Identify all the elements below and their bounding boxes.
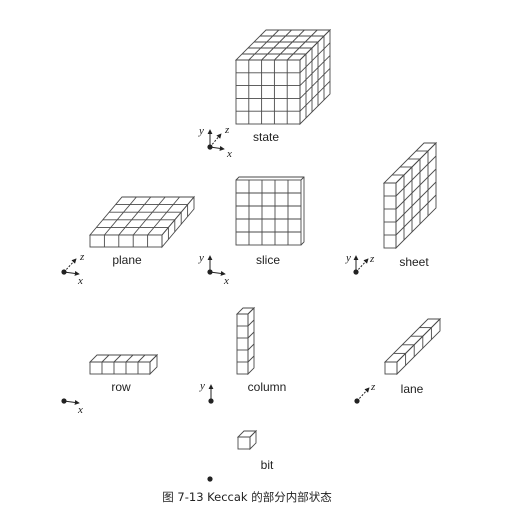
bit-cube — [236, 429, 258, 451]
state-cube — [234, 28, 332, 126]
sheet-wall — [382, 141, 438, 250]
plane-slab — [89, 195, 195, 249]
figure-caption: 图 7-13 Keccak 的部分内部状态 — [162, 490, 332, 504]
svg-text:z: z — [79, 251, 85, 263]
svg-text:y: y — [198, 252, 204, 264]
svg-text:z: z — [370, 381, 376, 393]
label-slice: slice — [256, 253, 280, 267]
slice-face — [235, 176, 305, 246]
label-plane: plane — [112, 253, 142, 267]
svg-text:y: y — [199, 380, 205, 392]
axes-plane: z x — [61, 251, 85, 287]
row-bar — [88, 353, 159, 376]
column-bar — [235, 306, 256, 376]
label-lane: lane — [401, 382, 424, 396]
svg-text:z: z — [369, 253, 375, 265]
axes-lane: z — [354, 381, 376, 404]
origin-dot-bit — [207, 476, 213, 482]
svg-text:x: x — [226, 148, 232, 160]
axes-slice: y x — [198, 252, 229, 287]
label-column: column — [248, 380, 287, 394]
svg-text:x: x — [77, 404, 83, 416]
lane-bar — [383, 317, 442, 376]
svg-text:x: x — [77, 275, 83, 287]
axes-row: x — [61, 398, 83, 416]
axes-state: y z x — [198, 124, 232, 160]
svg-text:x: x — [223, 275, 229, 287]
label-row: row — [111, 380, 131, 394]
axes-column: y — [199, 380, 214, 404]
label-sheet: sheet — [399, 255, 429, 269]
svg-text:y: y — [198, 125, 204, 137]
svg-text:y: y — [345, 252, 351, 264]
label-state: state — [253, 130, 279, 144]
label-bit: bit — [261, 458, 274, 472]
axes-sheet: y z — [345, 252, 375, 275]
svg-text:z: z — [224, 124, 230, 136]
